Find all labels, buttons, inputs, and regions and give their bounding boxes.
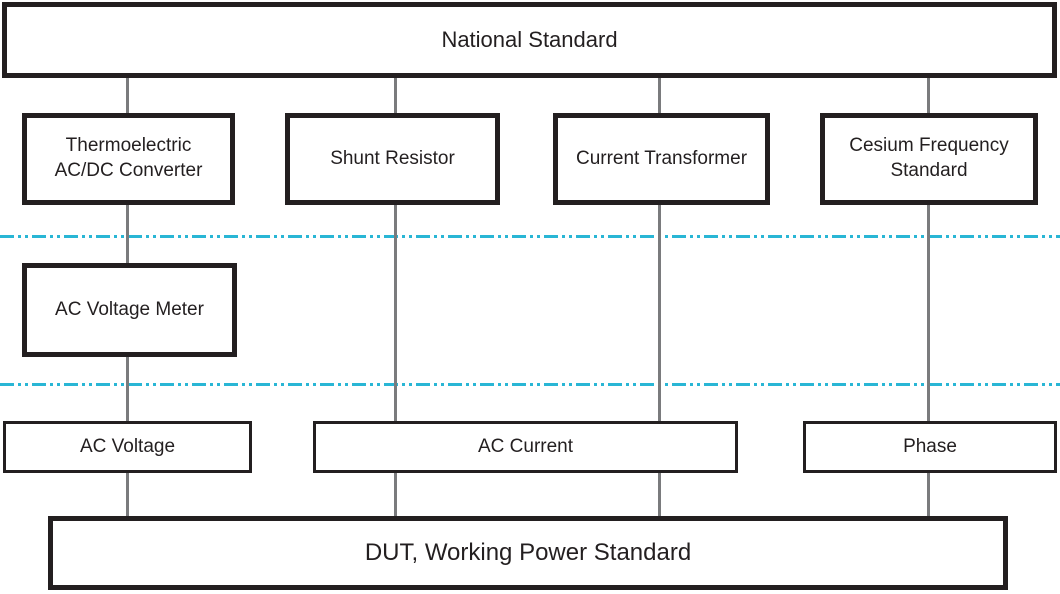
node-shunt-resistor-label: Shunt Resistor: [330, 147, 455, 169]
node-current-transformer: Current Transformer: [553, 113, 770, 205]
node-ac-current-label: AC Current: [477, 435, 574, 457]
node-ac-voltage: AC Voltage: [3, 421, 252, 473]
node-thermoelectric-converter: Thermoelectric AC/DC Converter: [22, 113, 235, 205]
node-shunt-resistor: Shunt Resistor: [285, 113, 500, 205]
node-cesium-frequency-standard-label: Cesium Frequency Standard: [849, 135, 1009, 181]
connector-shunt-column: [394, 78, 397, 516]
node-national-standard-label: National Standard: [441, 26, 618, 52]
level-divider-2: [0, 383, 1060, 386]
level-divider-1: [0, 235, 1060, 238]
node-ac-current: AC Current: [313, 421, 738, 473]
connector-transformer-column: [658, 78, 661, 516]
node-dut-working-power-standard: DUT, Working Power Standard: [48, 516, 1008, 590]
node-phase-label: Phase: [903, 435, 957, 457]
connector-frequency-column: [927, 78, 930, 516]
node-phase: Phase: [803, 421, 1057, 473]
node-current-transformer-label: Current Transformer: [575, 147, 748, 169]
node-thermoelectric-converter-label: Thermoelectric AC/DC Converter: [54, 135, 203, 181]
node-ac-voltage-label: AC Voltage: [79, 435, 176, 457]
node-ac-voltage-meter-label: AC Voltage Meter: [55, 298, 204, 320]
node-ac-voltage-meter: AC Voltage Meter: [22, 263, 237, 357]
node-cesium-frequency-standard: Cesium Frequency Standard: [820, 113, 1038, 205]
node-dut-working-power-standard-label: DUT, Working Power Standard: [364, 539, 692, 567]
node-national-standard: National Standard: [2, 2, 1057, 78]
